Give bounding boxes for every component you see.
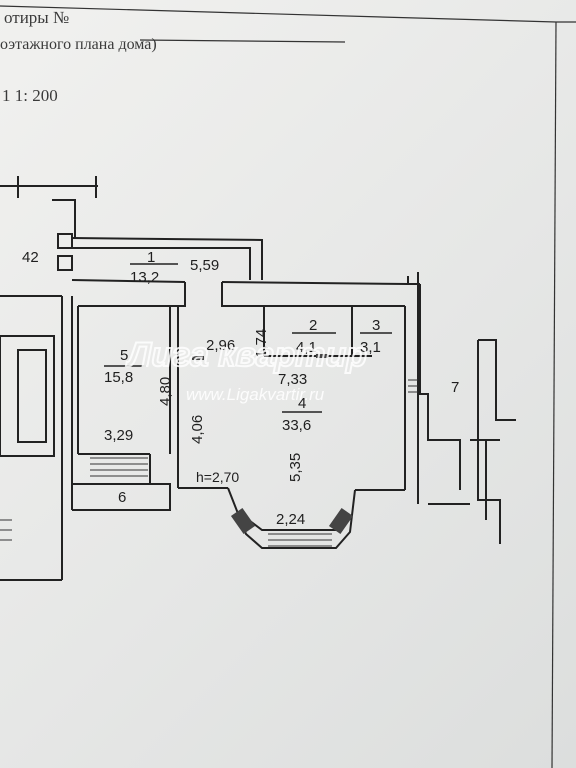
room-4-number: 4 — [298, 395, 306, 412]
stair-treads — [0, 379, 418, 547]
room-2-number: 2 — [309, 317, 317, 334]
fraction-bars — [104, 263, 392, 413]
header-scale: 1 1: 200 — [2, 86, 58, 105]
room-6-number: 6 — [118, 489, 126, 506]
dim-4-06: 4,06 — [189, 415, 206, 444]
watermark-url: www.Ligakvartir.ru — [186, 385, 325, 404]
room-5-number: 5 — [120, 347, 128, 364]
room-1-area: 13,2 — [130, 269, 159, 286]
header-plan-caption: оэтажного плана дома) — [0, 36, 157, 53]
room-2-area: 4,1 — [296, 339, 317, 356]
walls — [0, 176, 516, 581]
sheet-frame — [0, 5, 576, 768]
dim-5-35: 5,35 — [287, 453, 304, 482]
room-3-area: 3,1 — [360, 339, 381, 356]
dim-2-96: 2,96 — [206, 337, 235, 354]
dim-42: 42 — [22, 249, 39, 266]
header-apartment-number: отиры № — [4, 8, 70, 27]
room-5-area: 15,8 — [104, 369, 133, 386]
dim-4-80: 4,80 — [157, 377, 174, 406]
dim-2-24: 2,24 — [276, 511, 305, 528]
watermark-brand: Лига квартир — [125, 336, 367, 374]
window-blocks — [192, 354, 354, 535]
room-4-area: 33,6 — [282, 417, 311, 434]
dim-1-74: 1,74 — [253, 329, 270, 358]
room-7-number: 7 — [451, 379, 459, 396]
room-3-number: 3 — [372, 317, 380, 334]
dim-7-33: 7,33 — [278, 371, 307, 388]
dim-5-59: 5,59 — [190, 257, 219, 274]
dim-3-29: 3,29 — [104, 427, 133, 444]
room-1-number: 1 — [147, 249, 155, 266]
ceiling-height: h=2,70 — [196, 469, 239, 485]
